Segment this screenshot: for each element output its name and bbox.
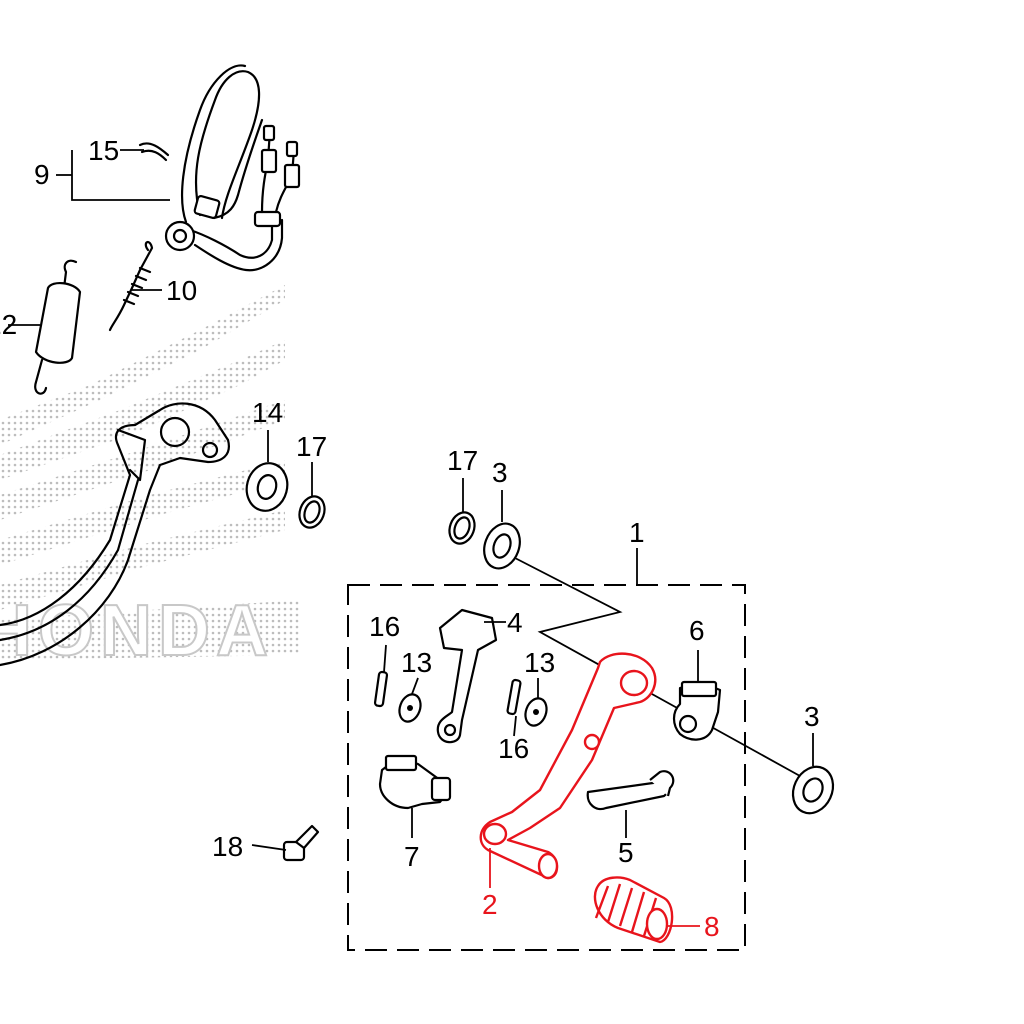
callout-3-upper: 3 [492, 457, 508, 488]
shaft-centerline [514, 557, 801, 777]
spring-10 [108, 241, 154, 332]
pin-16-right [506, 678, 522, 716]
pivot-pin-5 [586, 770, 675, 811]
dust-seal-3-upper [483, 522, 521, 570]
assembly-box [347, 584, 746, 951]
callout-10: 10 [166, 275, 197, 306]
washer-14 [245, 462, 289, 512]
circlip-17-right [448, 511, 476, 545]
link-6 [672, 680, 722, 741]
circlip-17-left [298, 495, 326, 529]
link-7 [378, 754, 452, 810]
washer-13-left [398, 693, 422, 723]
callout-16-right: 16 [498, 733, 529, 764]
watermark-text: HONDA [0, 591, 274, 671]
callout-13-right: 13 [524, 647, 555, 678]
callout-14: 14 [252, 397, 283, 428]
callout-16-left: 16 [369, 611, 400, 642]
callout-18: 18 [212, 831, 243, 862]
callout-1: 1 [629, 517, 645, 548]
callout-8: 8 [704, 911, 720, 942]
pedal-rubber-8 [593, 876, 674, 944]
callout-15: 15 [88, 135, 119, 166]
callout-13-left: 13 [401, 647, 432, 678]
callout-9: 9 [34, 159, 50, 190]
leader-lines [8, 149, 814, 927]
callout-6: 6 [689, 615, 705, 646]
callout-labels: 9 15 10 12 14 17 17 3 1 4 6 3 16 13 13 1… [0, 135, 820, 942]
dust-seal-3-right [791, 765, 835, 815]
clip-15 [138, 142, 170, 162]
callout-3-right: 3 [804, 701, 820, 732]
spring-12 [34, 259, 82, 395]
callout-12: 12 [0, 309, 17, 340]
arm-4 [436, 608, 498, 744]
callout-2: 2 [482, 889, 498, 920]
pin-16-left [373, 670, 389, 708]
callout-4: 4 [507, 607, 523, 638]
washer-13-right [524, 697, 548, 727]
callout-5: 5 [618, 837, 634, 868]
brake-pedal [0, 402, 230, 667]
bolt-18 [282, 824, 320, 862]
shift-pedal-2 [479, 652, 657, 880]
callout-17-right: 17 [447, 445, 478, 476]
hose-switch-assembly [164, 64, 301, 272]
callout-17-left: 17 [296, 431, 327, 462]
callout-7: 7 [404, 841, 420, 872]
